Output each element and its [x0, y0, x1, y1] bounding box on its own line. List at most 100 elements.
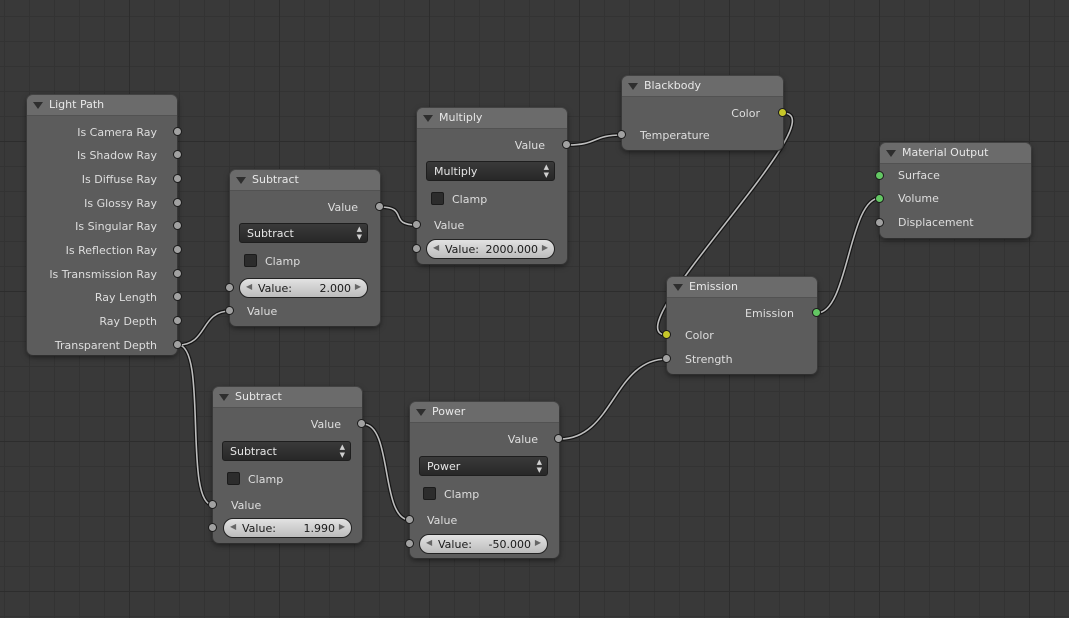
link-power-to-emission-shadow [558, 357, 669, 441]
operation-dropdown[interactable]: Subtract ▲▼ [239, 223, 368, 243]
node-title: Blackbody [644, 79, 701, 92]
input-color-socket[interactable] [662, 330, 671, 339]
link-transparent-depth-to-subtract-1 [177, 310, 231, 346]
collapse-triangle-icon[interactable] [416, 409, 426, 416]
subtract-node-2[interactable]: Subtract Value Subtract ▲▼ Clamp Value ◀… [208, 387, 366, 543]
decrement-arrow-icon[interactable]: ◀ [230, 522, 237, 531]
link-power-to-emission [559, 358, 668, 440]
link-transparent-depth-to-subtract-2 [177, 344, 214, 506]
clamp-checkbox[interactable] [227, 472, 240, 485]
operation-dropdown[interactable]: Multiply ▲▼ [426, 161, 555, 181]
increment-arrow-icon[interactable]: ▶ [354, 282, 361, 291]
value-number-field[interactable]: ◀ Value: 1.990 ▶ [223, 518, 352, 538]
increment-arrow-icon[interactable]: ▶ [534, 538, 541, 547]
output-transparent-depth: Transparent Depth [54, 339, 157, 352]
material-output-node[interactable]: Material Output Surface Volume Displacem… [875, 143, 1031, 238]
collapse-triangle-icon[interactable] [673, 284, 683, 291]
power-node[interactable]: Power Value Power ▲▼ Clamp Value ◀ Value… [405, 402, 563, 558]
socket-transparent-depth[interactable] [173, 340, 182, 349]
link-multiply-to-blackbody [567, 134, 623, 146]
operation-dropdown[interactable]: Subtract ▲▼ [222, 441, 351, 461]
input-displacement-label: Displacement [898, 216, 974, 229]
input-strength-socket[interactable] [662, 354, 671, 363]
input-value-2-socket[interactable] [208, 523, 217, 532]
node-header[interactable]: Emission [667, 277, 817, 298]
collapse-triangle-icon[interactable] [219, 394, 229, 401]
value-number-field[interactable]: ◀ Value: 2000.000 ▶ [426, 239, 555, 259]
output-value-socket[interactable] [554, 434, 563, 443]
output-value-label: Value [507, 433, 538, 446]
clamp-checkbox[interactable] [423, 487, 436, 500]
value-number-field[interactable]: ◀ Value: 2.000 ▶ [239, 278, 368, 298]
socket-is-camera-ray[interactable] [173, 127, 182, 136]
node-header[interactable]: Material Output [880, 143, 1031, 164]
clamp-label: Clamp [452, 193, 488, 206]
operation-dropdown[interactable]: Power ▲▼ [419, 456, 548, 476]
collapse-triangle-icon[interactable] [886, 150, 896, 157]
node-title: Multiply [439, 111, 483, 124]
input-value-1-socket[interactable] [208, 500, 217, 509]
output-value-socket[interactable] [562, 140, 571, 149]
socket-ray-length[interactable] [173, 292, 182, 301]
node-header[interactable]: Subtract [230, 170, 380, 191]
input-value-2-socket[interactable] [405, 539, 414, 548]
input-volume-socket[interactable] [875, 194, 884, 203]
output-is-glossy-ray: Is Glossy Ray [84, 197, 157, 210]
light-path-node[interactable]: Light Path Is Camera Ray Is Shadow Ray I… [27, 95, 182, 355]
dropdown-arrows-icon: ▲▼ [356, 225, 362, 241]
input-value-2-socket[interactable] [225, 306, 234, 315]
node-header[interactable]: Light Path [27, 95, 177, 116]
output-color-socket[interactable] [778, 108, 787, 117]
clamp-label: Clamp [248, 473, 284, 486]
link-emission-to-volume-shadow [815, 196, 882, 315]
socket-is-diffuse-ray[interactable] [173, 174, 182, 183]
clamp-checkbox[interactable] [244, 254, 257, 267]
socket-is-singular-ray[interactable] [173, 221, 182, 230]
input-value-1-socket[interactable] [225, 283, 234, 292]
input-value-1-socket[interactable] [405, 515, 414, 524]
decrement-arrow-icon[interactable]: ◀ [433, 243, 440, 252]
link-subtract-2-to-power [362, 423, 411, 521]
decrement-arrow-icon[interactable]: ◀ [246, 282, 253, 291]
value-number-field[interactable]: ◀ Value: -50.000 ▶ [419, 534, 548, 554]
output-value-socket[interactable] [357, 419, 366, 428]
socket-ray-depth[interactable] [173, 316, 182, 325]
input-surface-label: Surface [898, 169, 940, 182]
blackbody-node[interactable]: Blackbody Color Temperature [617, 76, 787, 150]
socket-is-shadow-ray[interactable] [173, 150, 182, 159]
node-title: Light Path [49, 98, 105, 111]
clamp-checkbox[interactable] [431, 192, 444, 205]
emission-node[interactable]: Emission Emission Color Strength [662, 277, 821, 374]
collapse-triangle-icon[interactable] [628, 83, 638, 90]
node-header[interactable]: Power [410, 402, 559, 423]
collapse-triangle-icon[interactable] [33, 102, 43, 109]
decrement-arrow-icon[interactable]: ◀ [426, 538, 433, 547]
input-value-label: Value [231, 499, 262, 512]
collapse-triangle-icon[interactable] [236, 177, 246, 184]
node-header[interactable]: Multiply [417, 108, 567, 129]
output-emission-label: Emission [745, 307, 794, 320]
output-is-diffuse-ray: Is Diffuse Ray [81, 173, 157, 186]
link-multiply-to-blackbody-shadow [566, 133, 624, 147]
input-value-2-socket[interactable] [412, 244, 421, 253]
input-displacement-socket[interactable] [875, 218, 884, 227]
node-header[interactable]: Blackbody [622, 76, 783, 97]
socket-is-glossy-ray[interactable] [173, 198, 182, 207]
node-header[interactable]: Subtract [213, 387, 362, 408]
output-value-label: Value [310, 418, 341, 431]
output-emission-socket[interactable] [812, 308, 821, 317]
output-value-label: Value [514, 139, 545, 152]
input-value-1-socket[interactable] [412, 220, 421, 229]
output-value-socket[interactable] [375, 202, 384, 211]
socket-is-reflection-ray[interactable] [173, 245, 182, 254]
multiply-node[interactable]: Multiply Value Multiply ▲▼ Clamp Value ◀… [412, 108, 571, 264]
socket-is-transmission-ray[interactable] [173, 269, 182, 278]
input-value-label: Value [434, 219, 465, 232]
node-title: Subtract [252, 173, 299, 186]
collapse-triangle-icon[interactable] [423, 115, 433, 122]
input-surface-socket[interactable] [875, 171, 884, 180]
input-temperature-socket[interactable] [617, 130, 626, 139]
increment-arrow-icon[interactable]: ▶ [338, 522, 345, 531]
increment-arrow-icon[interactable]: ▶ [541, 243, 548, 252]
subtract-node-1[interactable]: Subtract Value Subtract ▲▼ Clamp ◀ Value… [225, 170, 384, 326]
